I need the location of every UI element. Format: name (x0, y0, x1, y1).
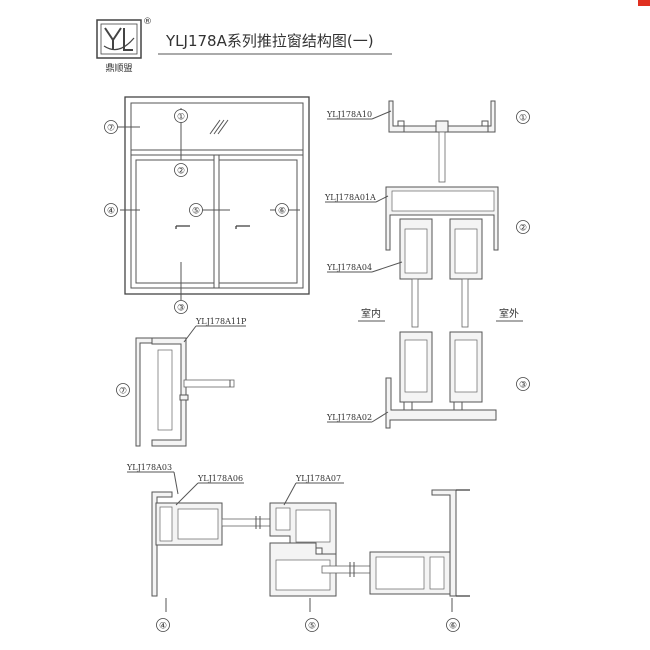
svg-text:⑤: ⑤ (308, 622, 316, 632)
profile-label-a04: YLJ178A04 (326, 263, 372, 272)
outdoor-label: 室外 (499, 307, 519, 320)
profile-label-a01a: YLJ178A01A (324, 193, 376, 202)
profile-label-a03: YLJ178A03 (126, 463, 172, 472)
section-marker-3: ③ (516, 377, 530, 391)
svg-text:①: ① (519, 114, 527, 124)
vertical-section (385, 100, 499, 429)
elevation-marker-5: ⑤ (189, 203, 203, 217)
svg-text:③: ③ (177, 304, 185, 314)
page-title: YLJ178A系列推拉窗结构图(一) (165, 32, 374, 50)
svg-text:②: ② (519, 224, 527, 234)
svg-text:①: ① (177, 113, 185, 123)
svg-text:⑥: ⑥ (278, 207, 286, 217)
brand-logo (96, 19, 142, 59)
window-elevation (118, 96, 310, 300)
elevation-marker-3: ③ (174, 300, 188, 314)
corner-badge (638, 0, 650, 6)
section-marker-1: ① (516, 110, 530, 124)
svg-text:③: ③ (519, 381, 527, 391)
profile-label-a06: YLJ178A06 (197, 474, 243, 483)
bottom-marker-5: ⑤ (305, 618, 319, 632)
svg-text:⑦: ⑦ (119, 387, 127, 397)
profile-label-a02: YLJ178A02 (326, 413, 372, 422)
bottom-marker-4: ④ (156, 618, 170, 632)
svg-text:⑥: ⑥ (449, 622, 457, 632)
svg-text:④: ④ (107, 207, 115, 217)
detail-marker-7: ⑦ (116, 383, 130, 397)
elevation-marker-7: ⑦ (104, 120, 118, 134)
svg-text:②: ② (177, 167, 185, 177)
svg-text:④: ④ (159, 622, 167, 632)
indoor-label: 室内 (361, 307, 381, 320)
profile-label-a10: YLJ178A10 (326, 110, 372, 119)
svg-text:⑦: ⑦ (107, 124, 115, 134)
detail-7-section (135, 337, 235, 447)
section-marker-2: ② (516, 220, 530, 234)
elevation-marker-4: ④ (104, 203, 118, 217)
brand-name: 鼎顺盟 (105, 63, 132, 74)
profile-label-a11p: YLJ178A11P (195, 317, 247, 326)
elevation-marker-6: ⑥ (275, 203, 289, 217)
elevation-marker-2: ② (174, 163, 188, 177)
horizontal-section (151, 489, 470, 612)
bottom-marker-6: ⑥ (446, 618, 460, 632)
profile-label-a07: YLJ178A07 (295, 474, 341, 483)
registered-mark: ® (143, 17, 152, 27)
svg-text:⑤: ⑤ (192, 207, 200, 217)
elevation-marker-1: ① (174, 109, 188, 123)
